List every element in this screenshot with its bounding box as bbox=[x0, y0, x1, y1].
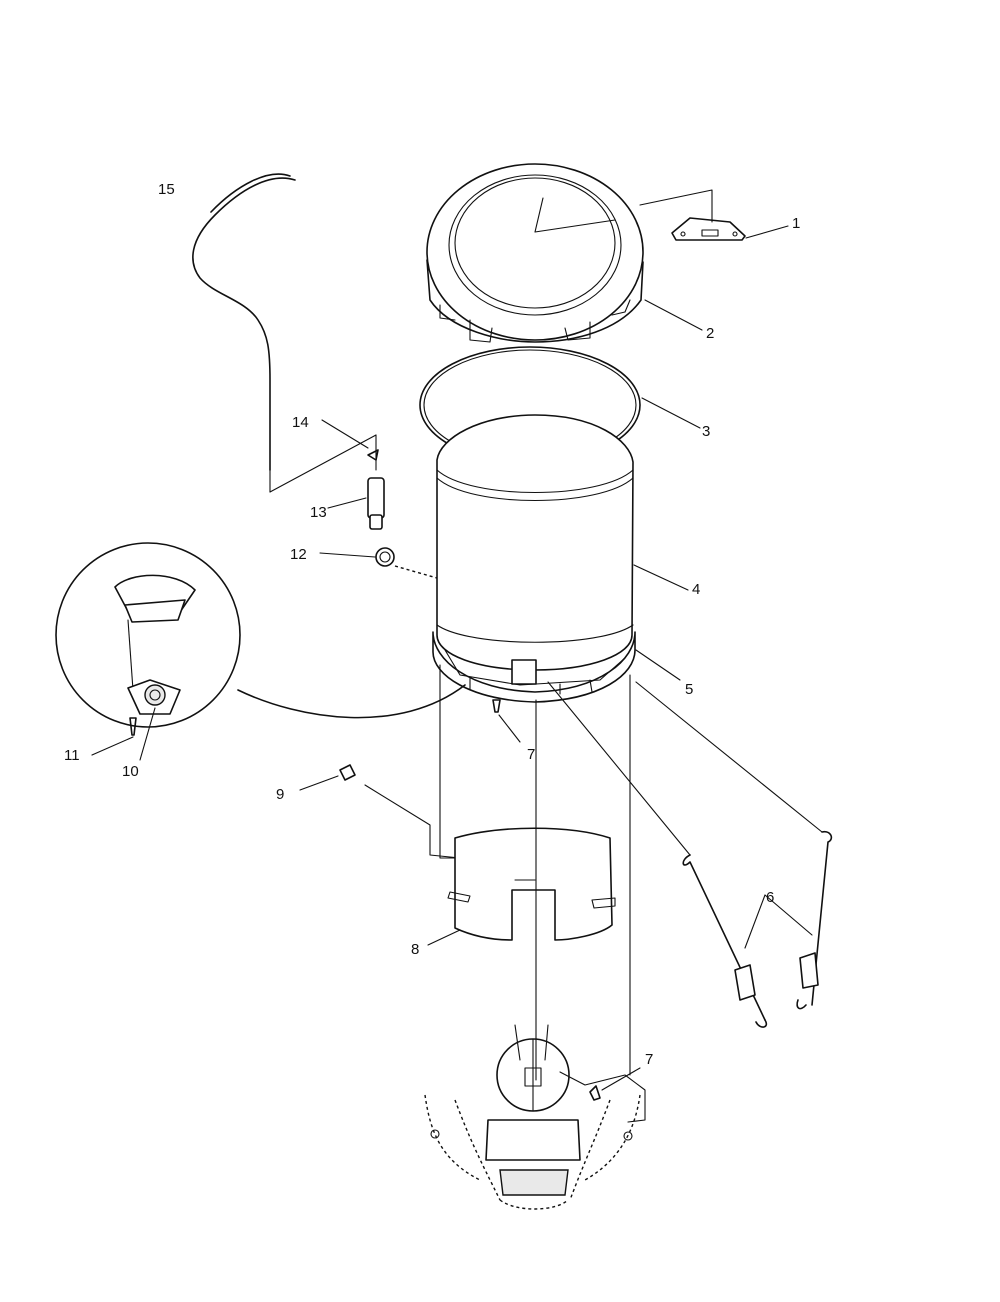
callout-2: 2 bbox=[706, 325, 714, 342]
part-1-clip bbox=[671, 217, 746, 241]
part-7-screw-upper bbox=[492, 699, 521, 743]
part-13-sensor bbox=[269, 434, 385, 530]
leaders-top bbox=[639, 189, 789, 331]
callout-13: 13 bbox=[310, 504, 327, 521]
callout-15: 15 bbox=[158, 181, 175, 198]
callout-labels: 1 2 3 4 5 6 7 7 8 9 10 11 12 13 14 15 bbox=[64, 181, 800, 1068]
callout-6: 6 bbox=[766, 889, 774, 906]
callout-1: 1 bbox=[792, 215, 800, 232]
part-5-tub-base bbox=[432, 631, 681, 703]
callout-8: 8 bbox=[411, 941, 419, 958]
callout-14: 14 bbox=[292, 414, 309, 431]
assembly-guide-lines bbox=[439, 664, 631, 1081]
part-7-screw-lower bbox=[589, 1067, 641, 1101]
part-15-wire bbox=[192, 173, 296, 493]
callout-7-upper: 7 bbox=[527, 746, 535, 763]
callout-7-lower: 7 bbox=[645, 1051, 653, 1068]
part-14-clip bbox=[321, 419, 379, 471]
callout-9: 9 bbox=[276, 786, 284, 803]
callout-10: 10 bbox=[122, 763, 139, 780]
part-8-shield bbox=[427, 827, 616, 946]
part-9-screw bbox=[299, 764, 461, 859]
callout-5: 5 bbox=[685, 681, 693, 698]
part-12-grommet bbox=[319, 547, 438, 579]
part-6-suspension-rods bbox=[547, 681, 833, 1028]
callout-3: 3 bbox=[702, 423, 710, 440]
part-4-tub bbox=[436, 414, 689, 671]
motor-base-assembly bbox=[424, 1024, 646, 1210]
callout-4: 4 bbox=[692, 581, 700, 598]
inset-detail-circle bbox=[55, 542, 466, 761]
part-2-tub-cover bbox=[426, 163, 644, 343]
callout-11: 11 bbox=[64, 747, 80, 764]
callout-12: 12 bbox=[290, 546, 307, 563]
